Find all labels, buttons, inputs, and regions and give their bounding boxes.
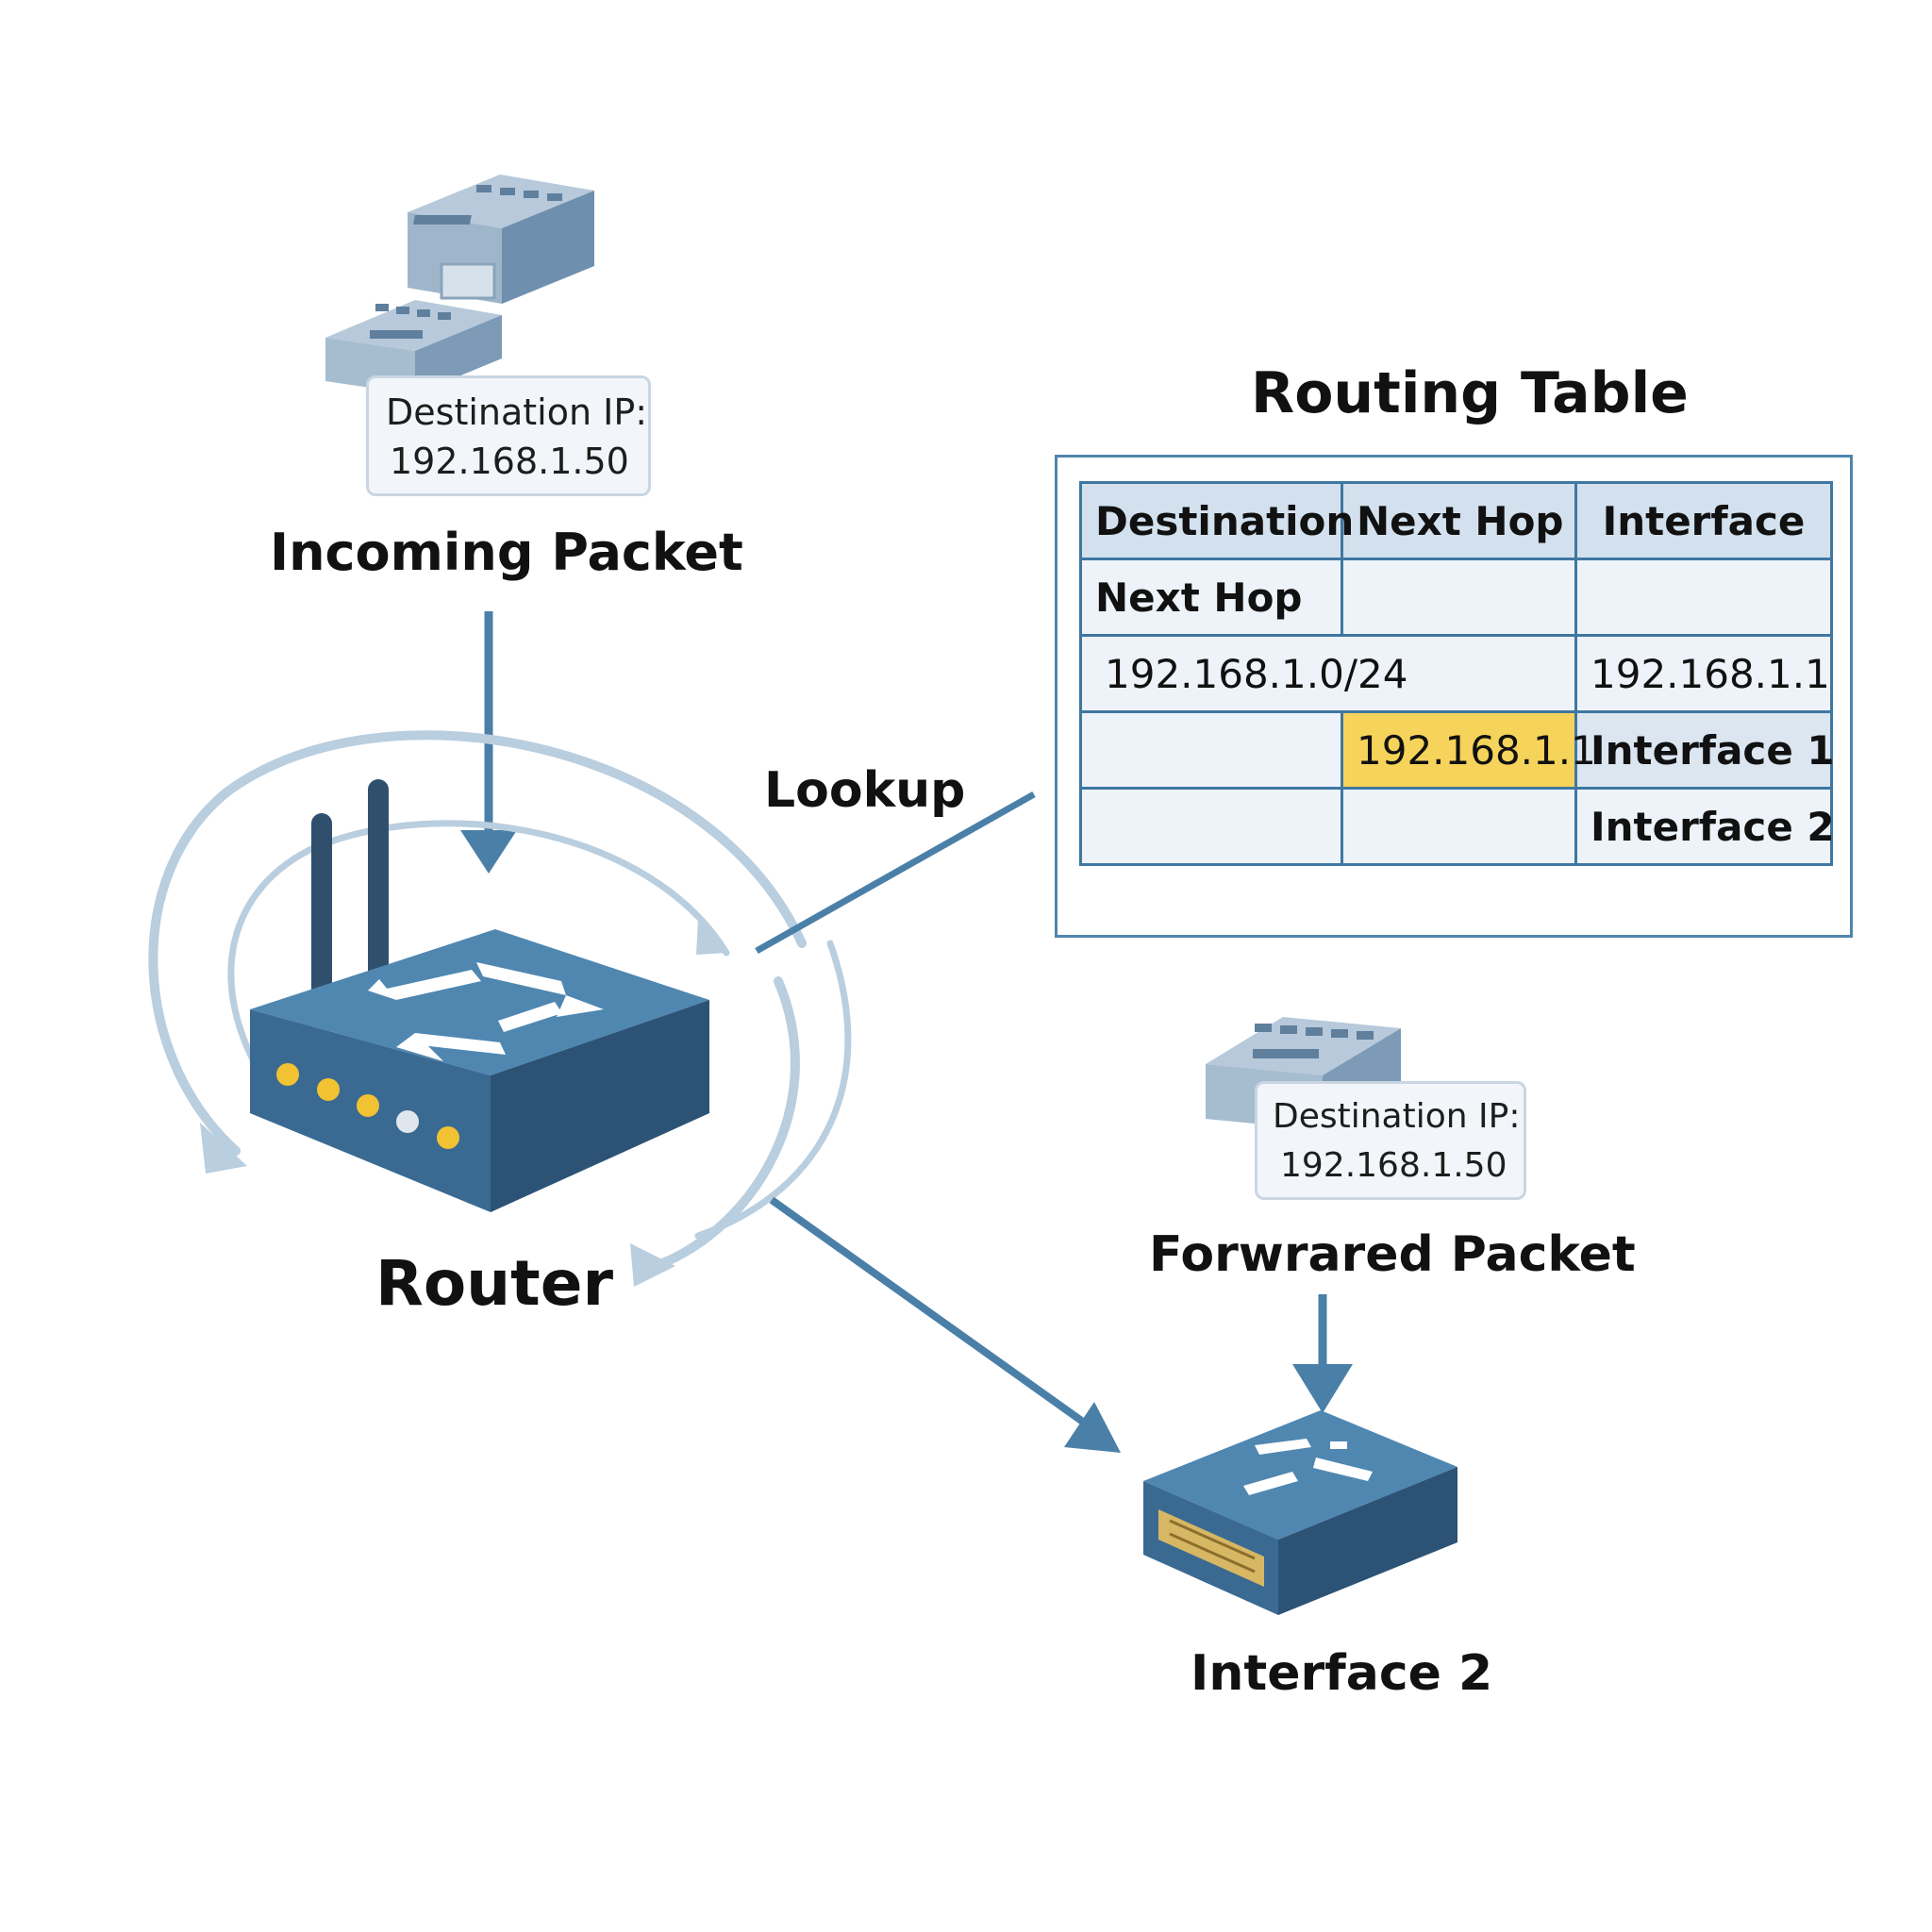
forwarded-ip-value: 192.168.1.50 [1280,1146,1507,1185]
lookup-label: Lookup [764,762,966,819]
lookup-line [755,791,1036,955]
table-cell: Next Hop [1079,558,1343,637]
forwarded-arrow-head [1292,1364,1353,1413]
router-title: Router [375,1247,614,1320]
forwarded-ip-label: Destination IP: [1273,1097,1521,1136]
swirl-arrowheads [200,920,726,1287]
interface-2-icon [1143,1410,1457,1615]
forward-arrow [769,1196,1090,1428]
routing-table-title: Routing Table [1251,360,1689,426]
forwarded-ip-box: Destination IP: 192.168.1.50 [1255,1081,1526,1200]
incoming-arrow-head [460,830,517,874]
router-icon [250,779,709,1212]
table-cell: Interface 2 [1574,787,1835,866]
forward-arrow-head [1064,1402,1121,1453]
incoming-packet-icon [325,175,594,394]
processing-swirl [148,730,852,1269]
table-row: 192.168.1.0/24 192.168.1.1 [1079,634,1833,713]
table-row: Next Hop [1079,558,1833,637]
table-cell [1341,787,1577,866]
incoming-ip-box: Destination IP: 192.168.1.50 [366,375,651,496]
table-cell: 192.168.1.1 [1574,634,1833,713]
table-cell-highlighted: 192.168.1.1 [1341,710,1596,790]
header-destination: Destination [1079,481,1354,560]
incoming-packet-title: Incoming Packet [270,523,743,582]
table-row: 192.168.1.1 Interface 1 [1079,710,1835,790]
table-row: Interface 2 [1079,787,1835,866]
incoming-ip-value: 192.168.1.50 [390,441,629,482]
header-interface: Interface [1574,481,1833,560]
forwarded-packet-title: Forwrared Packet [1149,1226,1636,1283]
table-cell [1079,787,1343,866]
table-cell [1079,710,1343,790]
table-cell [1341,558,1577,637]
routing-table-header-row: Destination Next Hop Interface [1079,481,1833,560]
interface-2-title: Interface 2 [1191,1645,1493,1702]
table-cell: 192.168.1.0/24 [1079,634,1577,713]
table-cell: Interface 1 [1574,710,1835,790]
incoming-ip-label: Destination IP: [386,391,648,433]
table-cell [1574,558,1833,637]
routing-table: Destination Next Hop Interface Next Hop … [1079,481,1835,866]
header-next-hop: Next Hop [1341,481,1577,560]
